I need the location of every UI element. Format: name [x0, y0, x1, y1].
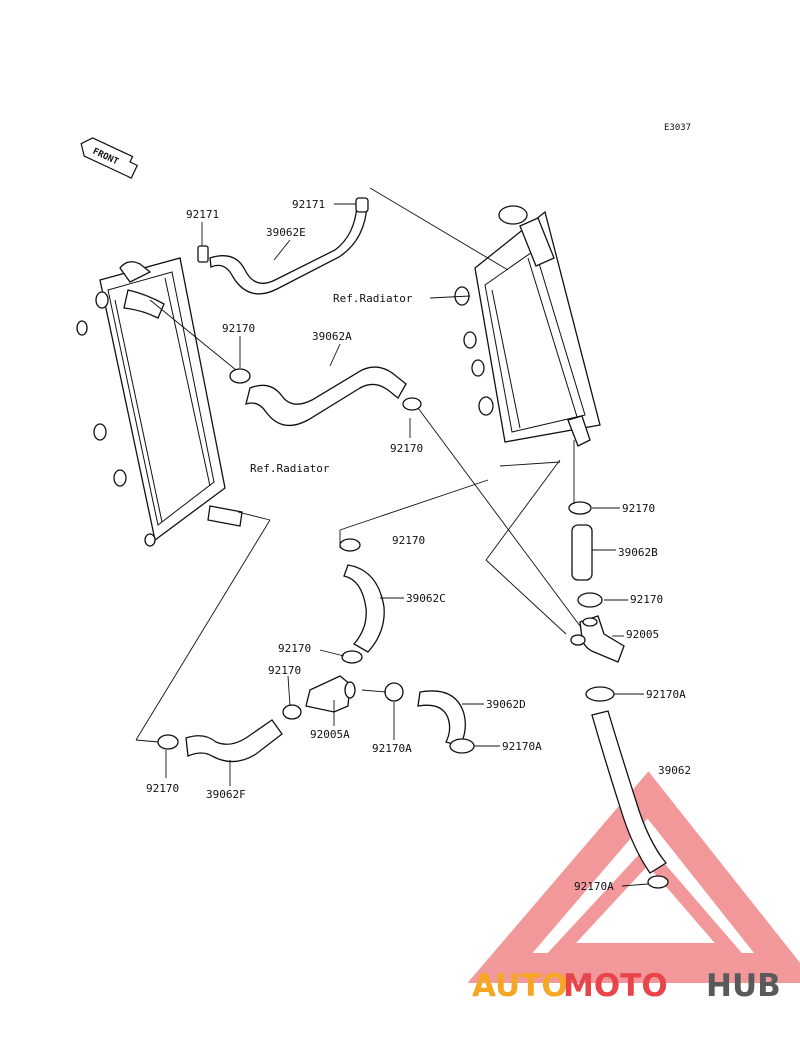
label-92170-b: 92170: [390, 442, 423, 455]
label-39062: 39062: [658, 764, 691, 777]
watermark-hub: HUB: [706, 968, 781, 1004]
label-39062F: 39062F: [206, 788, 246, 801]
leader-lines: [135, 187, 649, 887]
hose-39062B: [571, 524, 593, 581]
label-92171-top: 92171: [292, 198, 325, 211]
label-ref-radiator-left: Ref.Radiator: [250, 462, 330, 475]
label-92005A: 92005A: [310, 728, 350, 741]
hose-39062: [591, 710, 667, 874]
left-radiator: [76, 257, 243, 547]
hose-39062D: [417, 690, 466, 747]
fitting-92005: [570, 615, 625, 663]
hose-39062C: [343, 564, 385, 653]
label-92005: 92005: [626, 628, 659, 641]
hose-39062E: [209, 204, 368, 295]
label-92170A-d: 92170A: [574, 880, 614, 893]
hose-39062F: [185, 719, 283, 763]
label-92170-f: 92170: [278, 642, 311, 655]
diagram-code: E3037: [664, 123, 691, 133]
label-39062A: 39062A: [312, 330, 352, 343]
label-92170-c: 92170: [622, 502, 655, 515]
label-92170A-c: 92170A: [502, 740, 542, 753]
watermark-triangle: [467, 771, 800, 983]
watermark-auto: AUTO: [472, 968, 568, 1004]
label-92170A-b: 92170A: [372, 742, 412, 755]
label-92170-a: 92170: [222, 322, 255, 335]
label-92171-left: 92171: [186, 208, 219, 221]
hose-39062A: [245, 366, 407, 427]
label-39062B: 39062B: [618, 546, 658, 559]
clamps: [157, 197, 669, 889]
label-39062E: 39062E: [266, 226, 306, 239]
label-92170-e: 92170: [630, 593, 663, 606]
label-39062D: 39062D: [486, 698, 526, 711]
watermark-logo: AUTO MOTO HUB: [472, 968, 781, 1004]
label-92170-h: 92170: [146, 782, 179, 795]
front-arrow-icon: FRONT: [80, 137, 139, 179]
label-92170-d: 92170: [392, 534, 425, 547]
label-39062C: 39062C: [406, 592, 446, 605]
label-ref-radiator-right: Ref.Radiator: [333, 292, 413, 305]
watermark-moto: MOTO: [563, 968, 668, 1004]
fitting-92005A: [305, 675, 356, 713]
label-92170-g: 92170: [268, 664, 301, 677]
right-radiator: [454, 205, 601, 447]
label-92170A-a: 92170A: [646, 688, 686, 701]
